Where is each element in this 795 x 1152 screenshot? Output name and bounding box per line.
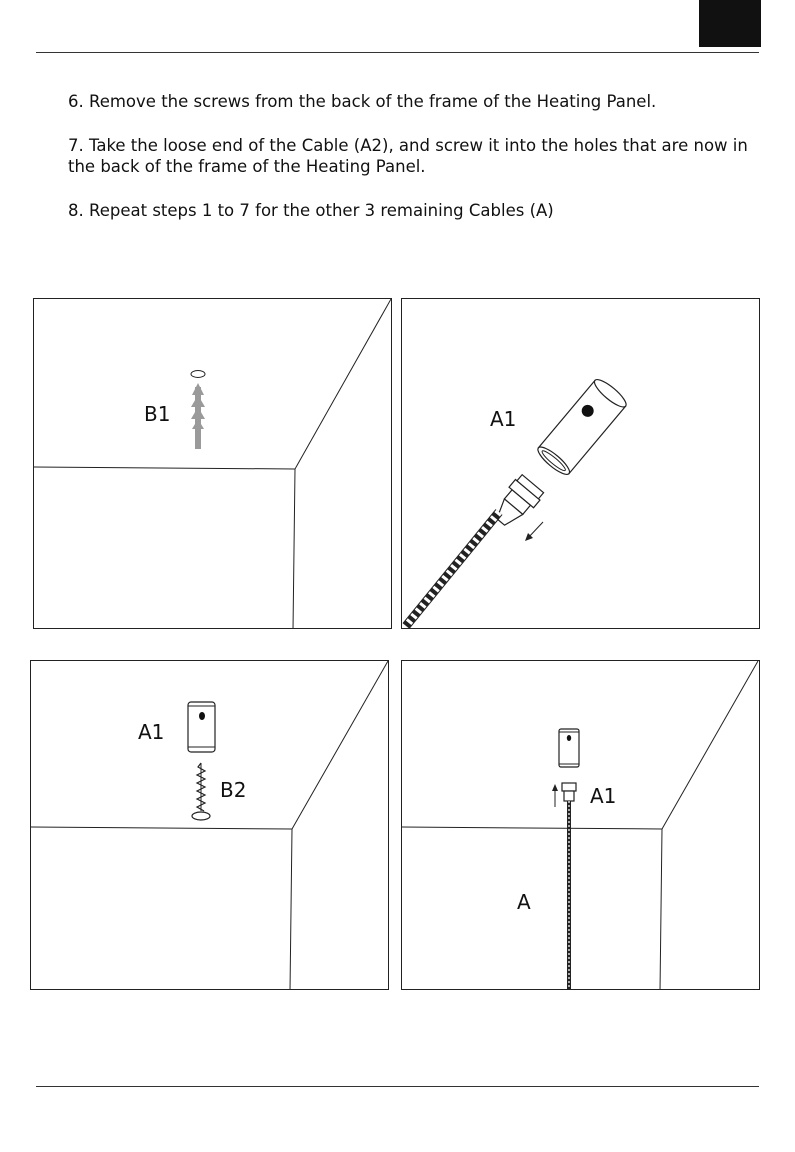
arrow-down-left-icon (525, 522, 543, 541)
label-a1: A1 (138, 720, 164, 744)
figure-screw-sleeve: A1 B2 (30, 660, 389, 990)
arrow-up-icon (552, 784, 558, 807)
header-block (699, 0, 761, 47)
sleeve-a1-icon (559, 729, 579, 767)
figure-screw-sleeve-drawing (31, 661, 389, 990)
braided-cable-icon (406, 512, 499, 626)
instruction-step-8: 8. Repeat steps 1 to 7 for the other 3 r… (68, 200, 758, 221)
wall-plug-icon (191, 383, 205, 449)
label-b1: B1 (144, 402, 170, 426)
cable-fitting-icon (562, 783, 576, 801)
figure-wall-plug: B1 (33, 298, 392, 629)
figure-cable-attach-drawing (402, 661, 760, 990)
label-a: A (517, 890, 531, 914)
sleeve-a1-icon (188, 702, 215, 752)
figure-cable-fitting-drawing (402, 299, 760, 629)
sleeve-a1-icon (535, 376, 630, 478)
label-a1: A1 (490, 407, 516, 431)
top-divider (36, 52, 759, 53)
figure-wall-plug-drawing (34, 299, 392, 629)
label-b2: B2 (220, 778, 246, 802)
instruction-step-6: 6. Remove the screws from the back of th… (68, 91, 758, 112)
label-a1: A1 (590, 784, 616, 808)
bottom-divider (36, 1086, 759, 1087)
figure-cable-attach: A1 A (401, 660, 760, 990)
instruction-step-7: 7. Take the loose end of the Cable (A2),… (68, 135, 758, 177)
figure-cable-fitting: A1 (401, 298, 760, 629)
cable-end-icon (488, 473, 545, 532)
screw-b2-icon (192, 763, 210, 820)
